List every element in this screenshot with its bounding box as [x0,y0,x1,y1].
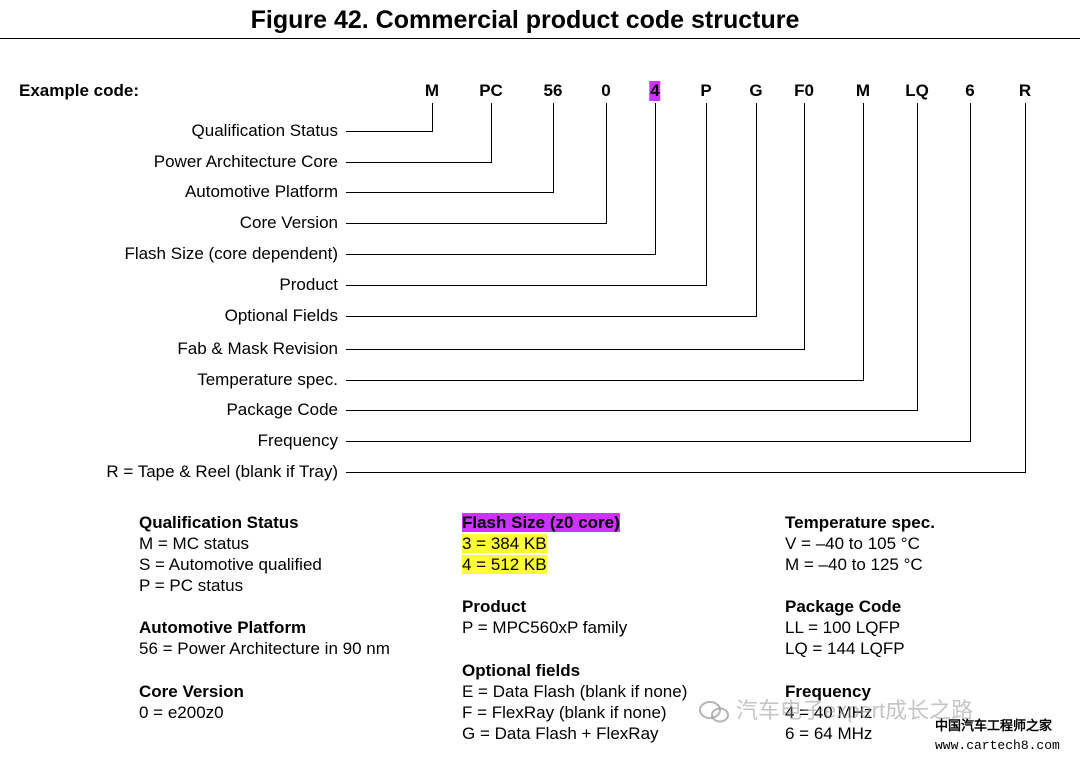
leader-line-horizontal [346,380,863,381]
legend-qualification-status: Qualification Status M = MC status S = A… [139,512,322,596]
legend-package-code: Package Code LL = 100 LQFP LQ = 144 LQFP [785,596,905,659]
field-label: Optional Fields [224,306,338,325]
legend-item: 4 = 40 MHz [785,703,873,722]
code-segment: 4 [649,81,661,101]
legend-title: Temperature spec. [785,513,935,532]
legend-product: Product P = MPC560xP family [462,596,627,638]
legend-title: Optional fields [462,661,581,680]
leader-line-horizontal [346,254,655,255]
leader-line-vertical [756,103,757,317]
leader-line-vertical [804,103,805,350]
legend-item: LQ = 144 LQFP [785,639,905,658]
field-label: Product [279,275,338,294]
leader-line-horizontal [346,192,553,193]
code-segment: 0 [601,81,611,100]
example-code-label: Example code: [19,81,139,100]
leader-line-horizontal [346,223,606,224]
leader-line-horizontal [346,162,491,163]
leader-line-vertical [970,103,971,442]
legend-title: Qualification Status [139,513,299,532]
leader-line-vertical [917,103,918,411]
leader-line-vertical [655,103,656,255]
legend-item: V = –40 to 105 °C [785,534,920,553]
legend-item: P = PC status [139,576,244,595]
leader-line-vertical [1025,103,1026,473]
code-segment: G [749,81,763,100]
leader-line-vertical [432,103,433,132]
field-label: Qualification Status [191,121,338,140]
field-label: Automotive Platform [184,182,338,201]
leader-line-horizontal [346,316,756,317]
figure-title: Figure 42. Commercial product code struc… [250,6,800,34]
legend-item: 3 = 384 KB [462,534,547,553]
legend-title: Core Version [139,682,244,701]
legend-item: G = Data Flash + FlexRay [462,724,659,743]
legend-title: Flash Size (z0 core) [462,513,620,532]
legend-item: 6 = 64 MHz [785,724,873,743]
code-segment: M [424,81,440,100]
legend-item: P = MPC560xP family [462,618,628,637]
leader-line-horizontal [346,441,970,442]
legend-optional-fields: Optional fields E = Data Flash (blank if… [462,660,687,744]
field-label: Flash Size (core dependent) [124,244,338,263]
code-segment: LQ [905,81,929,100]
legend-core-version: Core Version 0 = e200z0 [139,681,244,723]
field-label: Core Version [239,213,338,232]
legend-title: Automotive Platform [139,618,307,637]
site-credit: 中国汽车工程师之家 www.cartech8.com [935,716,1060,756]
site-credit-name: 中国汽车工程师之家 [935,718,1053,733]
legend-item: 0 = e200z0 [139,703,224,722]
leader-line-vertical [706,103,707,286]
legend-title: Product [462,597,527,616]
field-label: Package Code [226,400,338,419]
legend-item: E = Data Flash (blank if none) [462,682,688,701]
leader-line-horizontal [346,131,432,132]
legend-item: 56 = Power Architecture in 90 nm [139,639,390,658]
code-segment: M [855,81,871,100]
field-label: R = Tape & Reel (blank if Tray) [106,462,338,481]
field-label: Fab & Mask Revision [177,339,338,358]
legend-frequency: Frequency 4 = 40 MHz 6 = 64 MHz [785,681,872,744]
field-label: Frequency [257,431,338,450]
code-segment: 6 [965,81,975,100]
leader-line-vertical [553,103,554,193]
code-segment: PC [479,81,503,100]
code-segment: P [700,81,712,100]
leader-line-vertical [863,103,864,381]
legend-item: M = –40 to 125 °C [785,555,923,574]
legend-item: F = FlexRay (blank if none) [462,703,667,722]
legend-item: M = MC status [139,534,250,553]
leader-line-vertical [606,103,607,224]
legend-temperature-spec: Temperature spec. V = –40 to 105 °C M = … [785,512,935,575]
code-segment: F0 [794,81,814,100]
code-segment: R [1018,81,1032,100]
legend-item: S = Automotive qualified [139,555,322,574]
title-rule [0,38,1080,39]
legend-item: 4 = 512 KB [462,555,547,574]
leader-line-horizontal [346,285,706,286]
leader-line-horizontal [346,472,1025,473]
field-label: Temperature spec. [197,370,338,389]
legend-item: LL = 100 LQFP [785,618,901,637]
leader-line-horizontal [346,410,917,411]
watermark-text: 汽车电子expert成长之路 [736,698,974,723]
leader-line-horizontal [346,349,804,350]
legend-title: Package Code [785,597,902,616]
legend-flash-size: Flash Size (z0 core) 3 = 384 KB 4 = 512 … [462,512,620,575]
legend-title: Frequency [785,682,871,701]
field-label: Power Architecture Core [153,152,338,171]
leader-line-vertical [491,103,492,163]
legend-automotive-platform: Automotive Platform 56 = Power Architect… [139,617,390,659]
site-credit-url: www.cartech8.com [935,738,1060,753]
code-segment: 56 [543,81,563,100]
watermark: 汽车电子expert成长之路 [698,693,973,725]
chat-bubble-icon [699,701,729,723]
